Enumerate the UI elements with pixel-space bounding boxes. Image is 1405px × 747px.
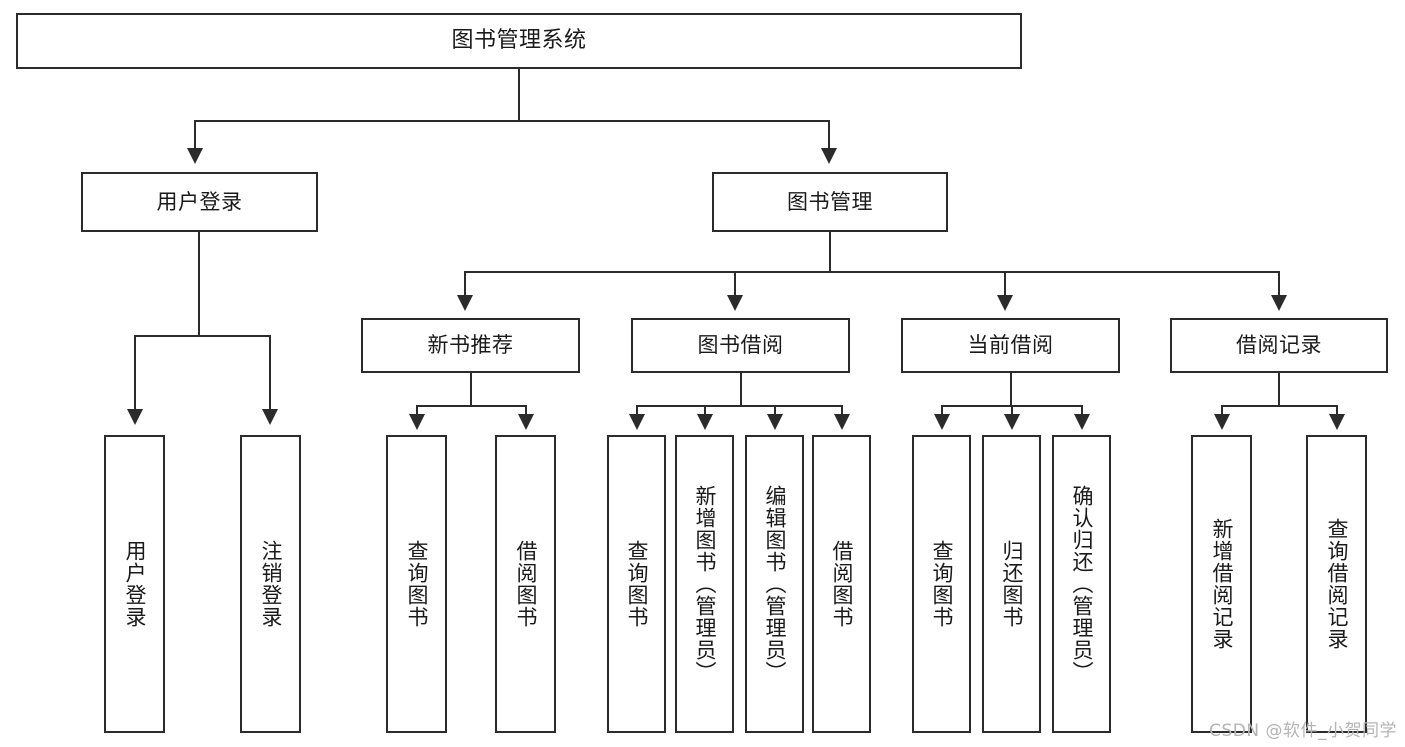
node-label: 借阅图书 [513, 540, 538, 628]
connector-cb-to-leaf-1 [941, 405, 943, 417]
node-label: 查询图书 [624, 540, 649, 628]
leaf-user-login-logout[interactable]: 注销登录 [240, 435, 301, 733]
leaf-borrow-record-query-record[interactable]: 查询借阅记录 [1306, 435, 1367, 733]
arrow-cb-to-leaf-3 [1074, 414, 1090, 430]
arrow-root-to-user-login [187, 148, 203, 164]
node-label: 编辑图书（管理员） [762, 485, 787, 683]
node-current-borrow[interactable]: 当前借阅 [901, 318, 1120, 373]
connector-book-borrow-bus [636, 405, 843, 407]
node-book-management[interactable]: 图书管理 [712, 172, 948, 232]
arrow-bb-to-leaf-3 [767, 414, 783, 430]
connector-to-book-borrow [734, 271, 736, 297]
connector-bb-to-leaf-2 [704, 405, 706, 417]
leaf-new-book-recommend-borrow-book[interactable]: 借阅图书 [495, 435, 556, 733]
node-label: 注销登录 [258, 540, 283, 628]
connector-bb-to-leaf-1 [636, 405, 638, 417]
arrow-bb-to-leaf-2 [697, 414, 713, 430]
connector-borrow-record-stem [1278, 373, 1280, 407]
connector-root-stem [518, 69, 520, 121]
arrow-bb-to-leaf-4 [834, 414, 850, 430]
node-label: 查询图书 [929, 540, 954, 628]
connector-level3-bus [464, 271, 1280, 273]
node-label: 用户登录 [156, 189, 243, 214]
node-label: 当前借阅 [967, 333, 1054, 358]
node-label: 借阅记录 [1236, 333, 1322, 358]
csdn-watermark: CSDN @软件_小贺同学 [1209, 721, 1397, 741]
connector-cb-to-leaf-3 [1081, 405, 1083, 417]
node-label: 图书借阅 [697, 333, 784, 358]
connector-to-current-borrow [1004, 271, 1006, 297]
node-book-borrow[interactable]: 图书借阅 [631, 318, 850, 373]
connector-current-borrow-stem [1010, 373, 1012, 407]
node-label: 新增图书（管理员） [692, 485, 717, 683]
connector-book-borrow-stem [740, 373, 742, 407]
arrow-user-login-to-leaf-1 [127, 409, 143, 425]
arrow-br-to-leaf-2 [1329, 414, 1345, 430]
leaf-book-borrow-borrow-book[interactable]: 借阅图书 [812, 435, 871, 733]
node-label: 确认归还（管理员） [1069, 485, 1094, 683]
leaf-borrow-record-add-record[interactable]: 新增借阅记录 [1191, 435, 1252, 733]
leaf-user-login-login[interactable]: 用户登录 [104, 435, 165, 733]
node-root-book-management-system[interactable]: 图书管理系统 [16, 13, 1022, 69]
connector-br-to-leaf-2 [1336, 405, 1338, 417]
node-new-book-recommend[interactable]: 新书推荐 [361, 318, 580, 373]
connector-root-to-user-login [194, 120, 196, 150]
connector-new-book-recommend-bus [416, 405, 526, 407]
node-label: 查询图书 [404, 540, 429, 628]
node-user-login[interactable]: 用户登录 [81, 172, 318, 232]
node-label: 查询借阅记录 [1324, 518, 1349, 650]
arrow-nbr-to-leaf-2 [518, 414, 534, 430]
connector-nbr-to-leaf-1 [416, 405, 418, 417]
connector-to-new-book-recommend [464, 271, 466, 297]
connector-br-to-leaf-1 [1221, 405, 1223, 417]
connector-user-login-to-leaf-2 [269, 335, 271, 411]
node-label: 归还图书 [999, 540, 1024, 628]
connector-bb-to-leaf-3 [774, 405, 776, 417]
connector-user-login-stem [198, 232, 200, 336]
connector-root-to-book-management [828, 120, 830, 150]
connector-cb-to-leaf-2 [1011, 405, 1013, 417]
connector-book-management-stem [829, 232, 831, 272]
leaf-current-borrow-return-book[interactable]: 归还图书 [982, 435, 1041, 733]
arrow-root-to-book-management [821, 148, 837, 164]
leaf-book-borrow-edit-book-admin[interactable]: 编辑图书（管理员） [745, 435, 804, 733]
arrow-to-book-borrow [727, 295, 743, 311]
arrow-to-new-book-recommend [457, 295, 473, 311]
node-label: 图书管理 [787, 189, 873, 214]
connector-nbr-to-leaf-2 [525, 405, 527, 417]
connector-bb-to-leaf-4 [841, 405, 843, 417]
arrow-to-current-borrow [997, 295, 1013, 311]
leaf-current-borrow-confirm-return-admin[interactable]: 确认归还（管理员） [1052, 435, 1111, 733]
node-label: 新书推荐 [427, 333, 514, 358]
connector-user-login-bus [134, 335, 270, 337]
node-label: 借阅图书 [829, 540, 854, 628]
arrow-nbr-to-leaf-1 [409, 414, 425, 430]
arrow-user-login-to-leaf-2 [262, 409, 278, 425]
arrow-to-borrow-record [1271, 295, 1287, 311]
leaf-book-borrow-add-book-admin[interactable]: 新增图书（管理员） [675, 435, 734, 733]
node-label: 新增借阅记录 [1209, 518, 1234, 650]
arrow-br-to-leaf-1 [1214, 414, 1230, 430]
arrow-bb-to-leaf-1 [629, 414, 645, 430]
arrow-cb-to-leaf-1 [934, 414, 950, 430]
leaf-book-borrow-query-book[interactable]: 查询图书 [607, 435, 666, 733]
connector-user-login-to-leaf-1 [134, 335, 136, 411]
node-label: 用户登录 [122, 540, 147, 628]
connector-new-book-recommend-stem [470, 373, 472, 407]
leaf-new-book-recommend-query-book[interactable]: 查询图书 [386, 435, 447, 733]
node-label: 图书管理系统 [451, 28, 587, 54]
leaf-current-borrow-query-book[interactable]: 查询图书 [912, 435, 971, 733]
connector-to-borrow-record [1278, 271, 1280, 297]
connector-borrow-record-bus [1221, 405, 1338, 407]
node-borrow-record[interactable]: 借阅记录 [1170, 318, 1388, 373]
connector-root-bus [194, 120, 830, 122]
arrow-cb-to-leaf-2 [1004, 414, 1020, 430]
